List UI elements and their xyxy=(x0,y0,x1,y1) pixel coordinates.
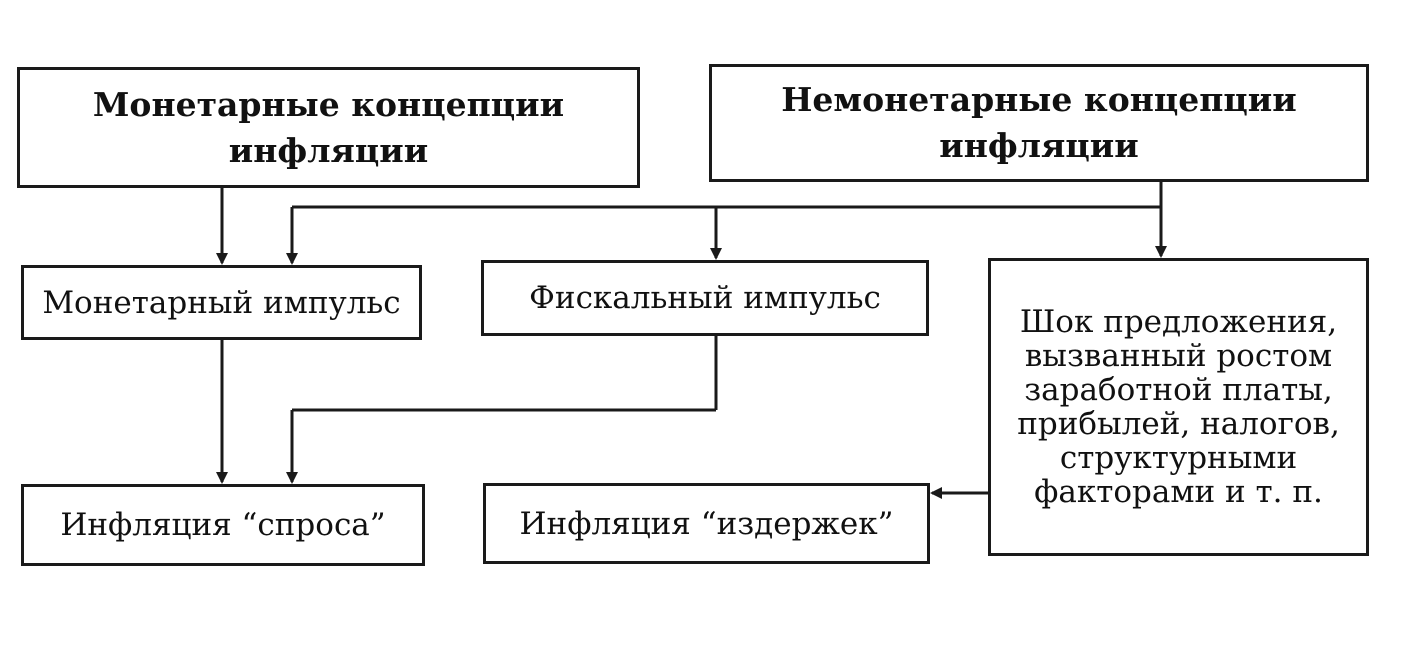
monetary-impulse-box: Монетарный импульс xyxy=(21,265,422,340)
nonmonetary-concepts-box: Немонетарные концепции инфляции xyxy=(709,64,1369,182)
demand-inflation-label: Инфляция “спроса” xyxy=(60,507,386,543)
supply-shock-line4: прибылей, налогов, xyxy=(1017,406,1340,442)
cost-inflation-box: Инфляция “издержек” xyxy=(483,483,930,564)
supply-shock-line5: структурными xyxy=(1059,440,1298,476)
monetary-impulse-label: Монетарный импульс xyxy=(42,284,401,321)
fiscal-impulse-box: Фискальный импульс xyxy=(481,260,929,336)
supply-shock-box: Шок предложения, вызванный ростом зарабо… xyxy=(988,258,1369,556)
supply-shock-line1: Шок предложения, xyxy=(1019,304,1338,340)
monetary-concepts-box: Монетарные концепции инфляции xyxy=(17,67,640,188)
supply-shock-line6: факторами и т. п. xyxy=(1034,474,1323,510)
monetary-concepts-line1: Монетарные концепции xyxy=(92,84,565,124)
supply-shock-line3: заработной платы, xyxy=(1024,372,1333,408)
nonmonetary-concepts-line1: Немонетарные концепции xyxy=(781,80,1297,119)
nonmonetary-concepts-line2: инфляции xyxy=(939,126,1139,165)
monetary-concepts-line2: инфляции xyxy=(228,130,429,170)
supply-shock-line2: вызванный ростом xyxy=(1024,338,1333,374)
cost-inflation-label: Инфляция “издержек” xyxy=(519,505,894,542)
fiscal-impulse-label: Фискальный импульс xyxy=(529,280,881,316)
demand-inflation-box: Инфляция “спроса” xyxy=(21,484,425,566)
